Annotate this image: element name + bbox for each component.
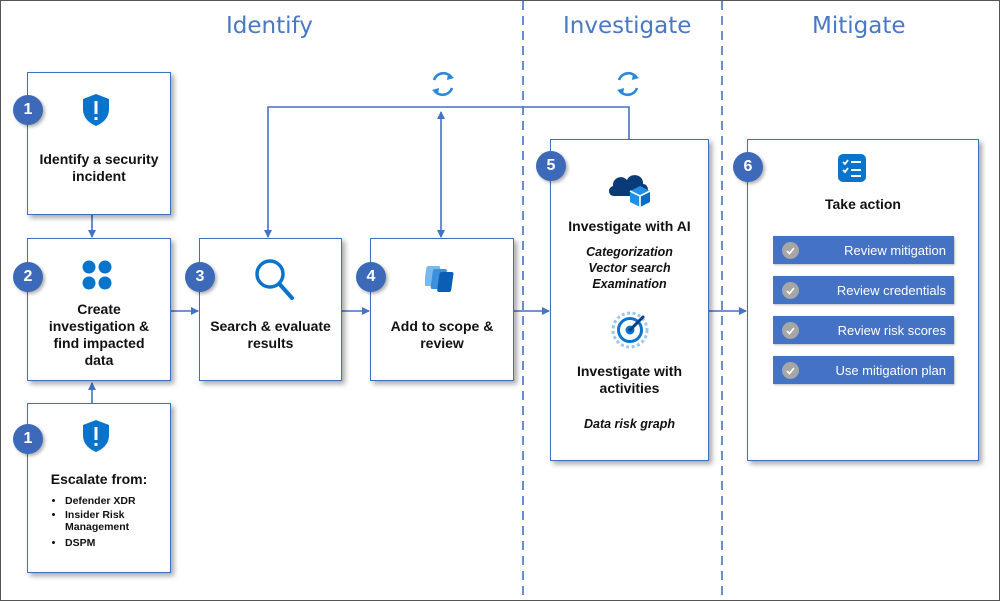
- action-review-risk-scores[interactable]: Review risk scores: [773, 316, 954, 344]
- step-scope: [370, 238, 514, 381]
- step-number-badge: 2: [13, 262, 43, 292]
- shield-alert-icon: [83, 420, 109, 452]
- escalate-source-list: Defender XDR Insider Risk Management DSP…: [39, 495, 136, 551]
- list-item: Examination: [592, 277, 667, 291]
- section-title-identify: Identify: [226, 13, 313, 39]
- checklist-icon: [838, 154, 866, 182]
- checkmark-icon: [782, 241, 799, 259]
- stacked-cards-icon: [425, 266, 454, 292]
- list-item: DSPM: [65, 537, 136, 549]
- section-title-investigate: Investigate: [563, 13, 692, 39]
- cloud-cube-icon: [608, 175, 651, 207]
- action-review-credentials[interactable]: Review credentials: [773, 276, 954, 304]
- investigate-activities-title: Investigate with activities: [576, 363, 683, 396]
- action-use-mitigation-plan[interactable]: Use mitigation plan: [773, 356, 954, 384]
- take-action-title: Take action: [825, 196, 901, 212]
- step-create-label: Create investigation & find impacted dat…: [48, 301, 150, 368]
- refresh-cycle-icon: [432, 71, 454, 97]
- step-scope-label: Add to scope & review: [390, 318, 494, 351]
- step-number-badge: 6: [733, 152, 763, 182]
- action-label: Review credentials: [836, 282, 946, 298]
- shield-alert-icon: [83, 94, 109, 126]
- feedback-loop-line: [264, 106, 630, 238]
- step-number-badge: 5: [536, 151, 566, 181]
- activities-method: Data risk graph: [583, 417, 675, 431]
- step-number-badge: 4: [356, 262, 386, 292]
- checkmark-icon: [782, 321, 799, 339]
- action-label: Review mitigation: [844, 242, 946, 258]
- step-number-badge: 1: [13, 95, 43, 125]
- radar-target-icon: [611, 311, 649, 349]
- action-review-mitigation[interactable]: Review mitigation: [773, 236, 954, 264]
- checkmark-icon: [782, 361, 799, 379]
- list-item: Vector search: [588, 261, 671, 275]
- action-label: Review risk scores: [837, 322, 946, 338]
- section-title-mitigate: Mitigate: [812, 13, 906, 39]
- investigate-ai-title: Investigate with AI: [568, 218, 691, 234]
- checkmark-icon: [782, 281, 799, 299]
- escalate-title: Escalate from:: [50, 471, 148, 487]
- step-search-label: Search & evaluate results: [210, 318, 331, 351]
- step-number-badge: 1: [13, 424, 43, 454]
- step-identify-label: Identify a security incident: [39, 151, 159, 184]
- step-number-badge: 3: [185, 262, 215, 292]
- step-create-investigation: [27, 238, 171, 381]
- list-item: Categorization: [586, 245, 673, 259]
- list-item: Insider Risk Management: [65, 509, 136, 533]
- apps-grid-icon: [82, 260, 112, 290]
- action-label: Use mitigation plan: [835, 362, 946, 378]
- refresh-cycle-icon: [617, 71, 639, 97]
- search-icon: [255, 259, 294, 300]
- list-item: Defender XDR: [65, 495, 136, 507]
- ai-methods-list: Categorization Vector search Examination: [550, 244, 709, 292]
